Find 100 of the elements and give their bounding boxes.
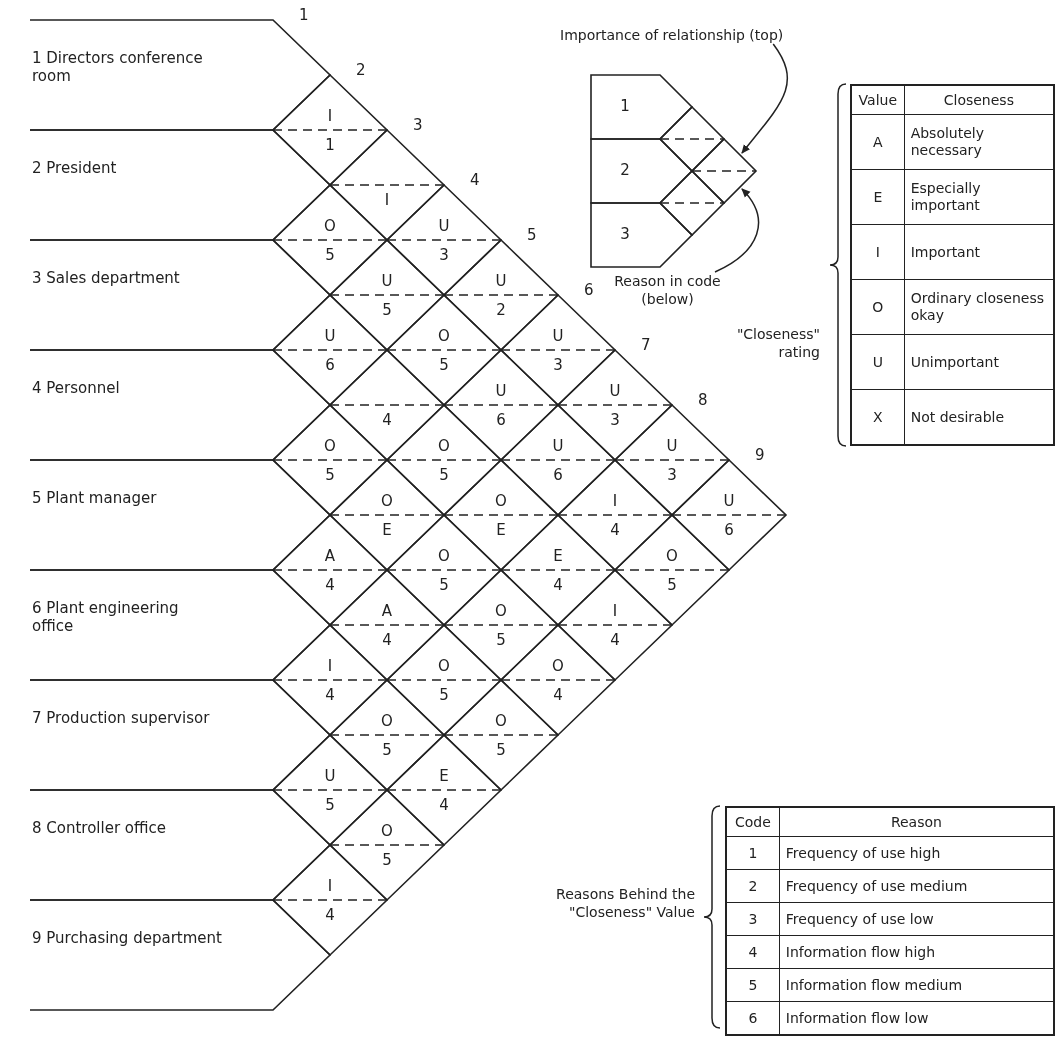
leader-line — [741, 43, 789, 154]
reason-code: 5 — [438, 466, 450, 484]
reason-code: 5 — [495, 741, 507, 759]
reason-code: 5 — [438, 686, 450, 704]
reason-code: 3 — [552, 356, 564, 374]
reason-code: 5 — [381, 741, 393, 759]
leader-line — [714, 188, 760, 273]
reason-code: 4 — [552, 686, 564, 704]
rating-code: O — [851, 279, 905, 335]
leader-text: Reason in code (below) — [600, 272, 735, 308]
rating-code: I — [611, 602, 619, 620]
brace-caption: "Closeness" rating — [735, 325, 820, 361]
reason-code: 2 — [495, 301, 507, 319]
reason-code: I — [383, 191, 391, 209]
rating-code: O — [551, 657, 565, 675]
rating-code: E — [438, 767, 450, 785]
rating-code: O — [437, 327, 451, 345]
brace-caption: Reasons Behind the "Closeness" Value — [555, 885, 695, 921]
reason-code: 6 — [495, 411, 507, 429]
rating-code: U — [551, 327, 565, 345]
reason-code: 3 — [666, 466, 678, 484]
row-number: 9 — [755, 446, 765, 464]
reason-code: 5 — [324, 466, 336, 484]
row-number: 5 — [527, 226, 537, 244]
reason-code: 5 — [381, 301, 393, 319]
rating-code: O — [323, 437, 337, 455]
reason-code: 5 — [666, 576, 678, 594]
reason-code: 6 — [324, 356, 336, 374]
rating-code: O — [437, 657, 451, 675]
rating-code: O — [380, 822, 394, 840]
rating-code: U — [323, 767, 337, 785]
rating-code: U — [494, 272, 508, 290]
department-name: 4 Personnel — [32, 379, 121, 397]
reason-code: 3 — [438, 246, 450, 264]
row-number: 7 — [641, 336, 651, 354]
column-header: Code — [726, 807, 780, 837]
reason-code: 2 — [726, 869, 780, 903]
reason-code: 4 — [552, 576, 564, 594]
reason-code: E — [381, 521, 393, 539]
rating-code: A — [323, 547, 337, 565]
rating-code: O — [494, 602, 508, 620]
rating-code: O — [380, 492, 394, 510]
row-number: 3 — [619, 225, 631, 243]
rating-code: U — [437, 217, 451, 235]
reason-code: 4 — [324, 576, 336, 594]
reason-code: 4 — [438, 796, 450, 814]
rating-code: A — [380, 602, 394, 620]
reason-code: 5 — [438, 356, 450, 374]
reason-code: 5 — [438, 576, 450, 594]
reason-code: 4 — [726, 935, 780, 969]
reason-code: E — [495, 521, 507, 539]
row-number: 6 — [584, 281, 594, 299]
rating-code: O — [494, 492, 508, 510]
rating-code: O — [494, 712, 508, 730]
reason-code: 5 — [726, 968, 780, 1002]
department-name: 1 Directors conference room — [32, 49, 204, 85]
department-name: 7 Production supervisor — [32, 709, 211, 727]
reason-code: 4 — [324, 906, 336, 924]
reason-code: 1 — [324, 136, 336, 154]
rating-code: I — [326, 877, 334, 895]
reason-code: 4 — [609, 521, 621, 539]
rating-code: O — [437, 547, 451, 565]
rating-code: U — [551, 437, 565, 455]
reason-code: 4 — [381, 411, 393, 429]
rating-code: O — [665, 547, 679, 565]
rating-code: O — [380, 712, 394, 730]
reason-code: 3 — [726, 902, 780, 936]
rating-code: U — [722, 492, 736, 510]
department-name: 5 Plant manager — [32, 489, 158, 507]
reason-code: 1 — [726, 836, 780, 870]
rating-code: U — [608, 382, 622, 400]
reason-code: 4 — [381, 631, 393, 649]
row-number: 3 — [413, 116, 423, 134]
row-number: 1 — [299, 6, 309, 24]
rating-code: U — [380, 272, 394, 290]
row-number: 2 — [619, 161, 631, 179]
row-number: 4 — [470, 171, 480, 189]
rating-code: O — [323, 217, 337, 235]
department-name: 6 Plant engineering office — [32, 599, 180, 635]
reason-code: 5 — [495, 631, 507, 649]
rating-code: U — [323, 327, 337, 345]
reason-code: 5 — [324, 246, 336, 264]
rating-code: O — [437, 437, 451, 455]
reason-code: 3 — [609, 411, 621, 429]
department-name: 9 Purchasing department — [32, 929, 222, 947]
department-name: 2 President — [32, 159, 118, 177]
rating-code: U — [851, 334, 905, 390]
rating-code: E — [552, 547, 564, 565]
rating-code: A — [851, 114, 905, 170]
department-name: 8 Controller office — [32, 819, 168, 837]
rating-code: U — [665, 437, 679, 455]
reason-code: 6 — [723, 521, 735, 539]
rating-code: U — [494, 382, 508, 400]
rating-code: I — [326, 657, 334, 675]
row-number: 8 — [698, 391, 708, 409]
reason-code: 4 — [609, 631, 621, 649]
reason-code: 6 — [552, 466, 564, 484]
reason-code: 4 — [324, 686, 336, 704]
rating-code: I — [611, 492, 619, 510]
row-number: 2 — [356, 61, 366, 79]
